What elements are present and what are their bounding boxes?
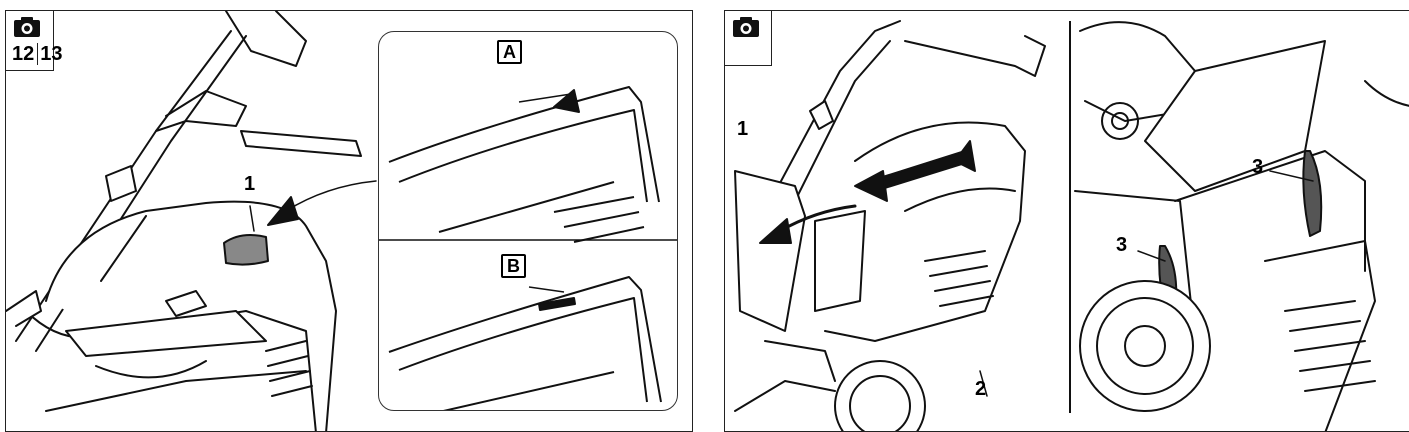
figure-number-13: 13 <box>40 43 63 65</box>
callout-2-right: 2 <box>975 378 987 400</box>
callout-1-left: 1 <box>244 173 256 195</box>
callout-1-right: 1 <box>737 118 749 140</box>
figure-panel-right: 1 2 3 3 <box>724 10 1409 432</box>
detail-label-a: A <box>497 40 522 64</box>
inset-drawing <box>379 86 677 410</box>
mower-drawing-left <box>6 11 377 431</box>
camera-icon <box>14 17 40 37</box>
sub-figure-divider <box>1069 21 1071 413</box>
figure-number-box-right <box>725 11 772 66</box>
mower-drawing-right <box>734 20 1409 431</box>
detail-inset: A B <box>378 31 678 411</box>
detail-label-b: B <box>501 254 526 278</box>
callout-3-lower: 3 <box>1116 234 1128 256</box>
camera-icon <box>733 17 759 37</box>
figure-number-12: 12 <box>12 43 39 65</box>
callout-3-upper: 3 <box>1252 156 1264 178</box>
